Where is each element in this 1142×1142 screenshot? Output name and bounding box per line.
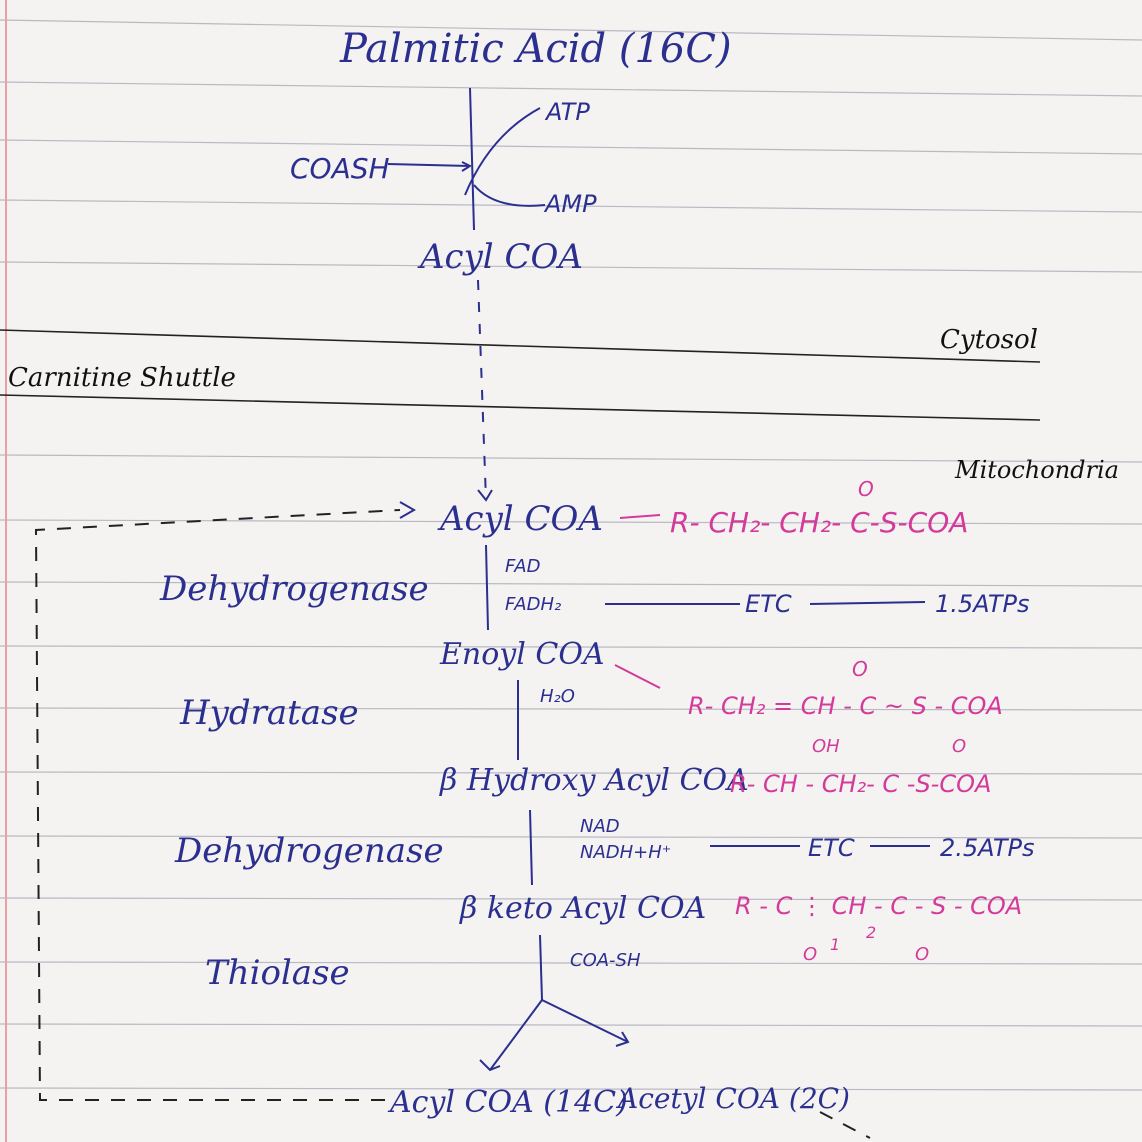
- atp-label: ATP: [544, 98, 590, 126]
- cytosol-label: Cytosol: [940, 325, 1038, 355]
- step3-cofactor-out: NADH+H⁺: [580, 842, 671, 863]
- coash-arrowhead: [461, 161, 473, 172]
- step4-substrate: β keto Acyl COA: [459, 891, 706, 926]
- acyl-coa-top: Acyl COA: [417, 237, 583, 277]
- step1-down-arrow: [485, 544, 489, 631]
- step1-carbonyl-o: O: [858, 477, 874, 501]
- step4-num2: 2: [866, 923, 876, 942]
- step2-formula-arrow: [614, 664, 661, 689]
- coash-arrow: [387, 163, 471, 167]
- product-continuation-dash: [819, 1111, 871, 1139]
- step3-substrate: β Hydroxy Acyl COA: [439, 763, 749, 798]
- step4-formula: R - C ⋮ CH - C - S - COA: [735, 892, 1022, 920]
- step4-carbonyl-o1: O: [803, 944, 817, 965]
- transport-arrowhead: [477, 489, 493, 502]
- product-acyl-coa: Acyl COA (14C): [387, 1085, 628, 1120]
- step2-cofactor-in: H₂O: [540, 686, 575, 707]
- step3-enzyme: Dehydrogenase: [174, 831, 444, 871]
- step3-cofactor-in: NAD: [580, 816, 620, 837]
- step2-substrate: Enoyl COA: [439, 637, 605, 672]
- step3-yield: 2.5ATPs: [940, 834, 1034, 862]
- step3-carbonyl-o: O: [952, 736, 966, 757]
- step1-enzyme: Dehydrogenase: [159, 569, 429, 609]
- step4-cofactor-in: COA-SH: [570, 950, 641, 971]
- step3-etc: ETC: [808, 834, 855, 862]
- ruled-lines: [0, 19, 1142, 1091]
- split-arrow-left: [489, 999, 543, 1071]
- amp-arrow: [473, 184, 546, 207]
- step1-cofactor-in: FAD: [505, 556, 540, 577]
- step2-formula: R- CH₂ = CH - C ~ S - COA: [688, 692, 1003, 720]
- step4-down-arrow: [539, 934, 543, 1001]
- product-acetyl-coa: Acetyl COA (2C): [615, 1082, 850, 1115]
- amp-label: AMP: [543, 190, 597, 218]
- step3-formula: R- CH - CH₂- C -S-COA: [730, 770, 991, 798]
- step2-enzyme: Hydratase: [179, 693, 359, 733]
- carnitine-shuttle-label: Carnitine Shuttle: [8, 363, 236, 393]
- step1-formula-arrow: [619, 514, 661, 519]
- mitochondria-label: Mitochondria: [954, 456, 1119, 484]
- split-arrowhead-right: [615, 1031, 630, 1047]
- step3-oh: OH: [812, 736, 840, 757]
- split-arrow-right: [541, 999, 629, 1043]
- membrane-line-lower: [0, 394, 1041, 421]
- title: Palmitic Acid (16C): [339, 26, 732, 72]
- membrane-line-upper: [0, 329, 1041, 363]
- step3-down-arrow: [529, 809, 533, 886]
- activation-arrow: [469, 87, 475, 231]
- recycle-loop: [34, 509, 401, 1101]
- step2-carbonyl-o: O: [852, 657, 868, 681]
- step1-yield-arrow: [809, 601, 926, 605]
- transport-dashed-line: [477, 279, 487, 501]
- split-arrowhead-left: [479, 1059, 501, 1072]
- step4-num1: 1: [830, 935, 840, 954]
- step4-carbonyl-o2: O: [915, 944, 929, 965]
- step1-cofactor-out: FADH₂: [505, 594, 561, 615]
- step4-enzyme: Thiolase: [205, 953, 350, 993]
- step1-yield: 1.5ATPs: [935, 590, 1029, 618]
- recycle-arrowhead: [399, 501, 417, 519]
- atp-arrow: [464, 107, 541, 196]
- step1-formula: R- CH₂- CH₂- C-S-COA: [670, 506, 968, 539]
- step1-substrate: Acyl COA: [437, 499, 603, 539]
- coash-label: COASH: [290, 152, 390, 185]
- step1-etc: ETC: [745, 590, 792, 618]
